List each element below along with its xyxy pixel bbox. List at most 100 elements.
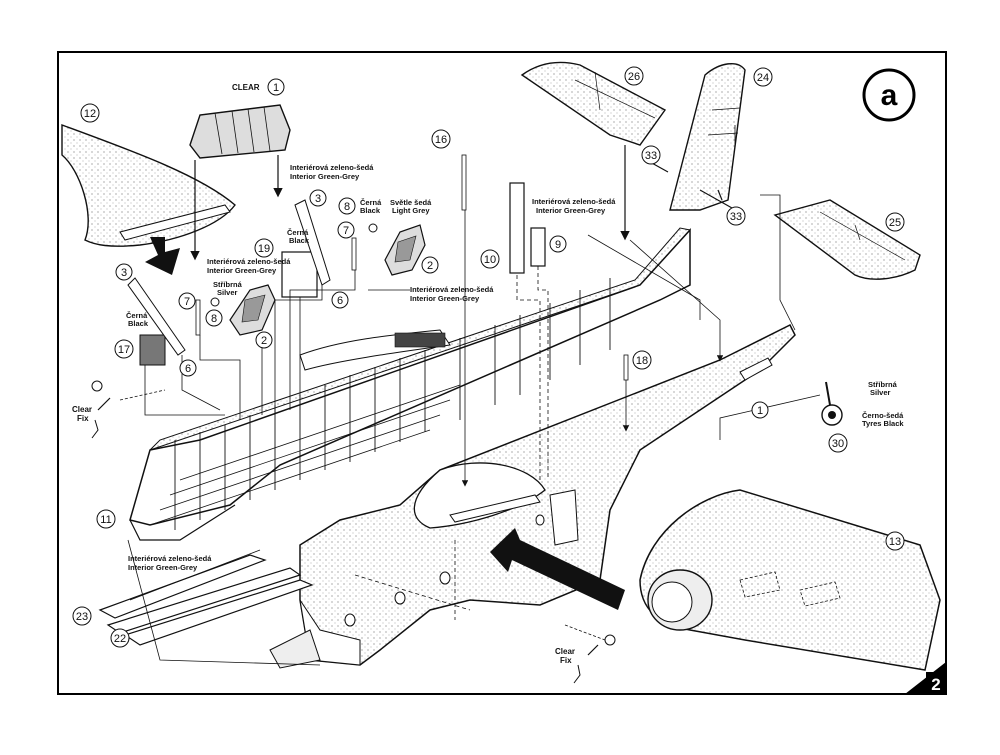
svg-text:26: 26 [628, 71, 640, 83]
part-number-callouts: 1 12 3 3 7 7 8 8 2 2 6 6 17 19 16 10 9 2… [72, 66, 905, 648]
part-fuselage-left [129, 227, 691, 541]
callout-23: 23 [72, 606, 92, 626]
part-fin-24 [669, 63, 746, 211]
svg-text:10: 10 [484, 254, 496, 266]
silver-label-left-cz: Stříbrná [213, 280, 243, 289]
part-wing-left [61, 123, 236, 247]
svg-text:12: 12 [84, 108, 96, 120]
light-grey-label-en: Light Grey [392, 206, 430, 215]
svg-text:8: 8 [211, 313, 217, 325]
part-tailwheel [821, 381, 843, 426]
black-label-19-cz: Černá [287, 228, 309, 237]
callout-8-b: 8 [338, 197, 356, 215]
assembly-arrow [145, 237, 180, 275]
svg-text:1: 1 [273, 82, 279, 94]
callout-13: 13 [885, 531, 905, 551]
svg-text:8: 8 [344, 201, 350, 213]
callout-3-b: 3 [309, 189, 327, 207]
callout-22: 22 [110, 628, 130, 648]
callout-1-fuselage: 1 [751, 401, 769, 419]
clear-fix-right: Clear Fix [555, 634, 616, 684]
svg-text:7: 7 [343, 225, 349, 237]
step-letter: a [881, 79, 898, 112]
tyres-label-cz: Černo-šedá [862, 411, 904, 420]
black-label-19-en: Black [289, 236, 310, 245]
callout-8-a: 8 [205, 309, 223, 327]
guide-lines [119, 194, 821, 666]
svg-text:19: 19 [258, 243, 270, 255]
svg-text:33: 33 [645, 150, 657, 162]
silver-label-left-en: Silver [217, 288, 238, 297]
part-seat-rear [384, 224, 426, 276]
callout-17: 17 [114, 339, 134, 359]
svg-text:6: 6 [185, 363, 191, 375]
paint-labels: CLEAR Interiérová zeleno-šedá Interior G… [126, 83, 904, 572]
tyres-label-en: Tyres Black [862, 419, 904, 428]
silver-label-wheel-cz: Stříbrná [868, 380, 898, 389]
callout-1-canopy: 1 [267, 78, 285, 96]
black-label-right-en: Black [360, 206, 381, 215]
part-tailplane-26 [520, 61, 667, 146]
page-number: 2 [931, 675, 940, 694]
callout-25: 25 [885, 212, 905, 232]
black-label-17-en: Black [128, 319, 149, 328]
callout-33-b: 33 [726, 206, 746, 226]
interior-label-top-cz: Interiérová zeleno-šedá [290, 163, 374, 172]
svg-text:24: 24 [757, 72, 769, 84]
callout-7-b: 7 [337, 221, 355, 239]
svg-text:Clear: Clear [555, 647, 575, 656]
callout-18: 18 [632, 350, 652, 370]
interior-label-floor-en: Interior Green-Grey [128, 563, 198, 572]
svg-text:33: 33 [730, 211, 742, 223]
svg-text:3: 3 [315, 193, 321, 205]
small-parts [127, 154, 733, 546]
part-seat-front [229, 284, 276, 336]
svg-text:Fix: Fix [560, 656, 572, 665]
interior-label-rear-cz: Interiérová zeleno-šedá [410, 285, 494, 294]
part-canopy [189, 104, 291, 159]
interior-label-rear-en: Interior Green-Grey [410, 294, 480, 303]
interior-label-seat-cz: Interiérová zeleno-šedá [207, 257, 291, 266]
callout-16: 16 [431, 129, 451, 149]
light-grey-label-cz: Světle šedá [390, 198, 432, 207]
callout-30: 30 [828, 433, 848, 453]
callout-2-a: 2 [255, 331, 273, 349]
svg-text:Clear: Clear [72, 405, 92, 414]
svg-text:6: 6 [337, 295, 343, 307]
callout-7-a: 7 [178, 292, 196, 310]
callout-11: 11 [96, 509, 116, 529]
callout-3-a: 3 [115, 263, 133, 281]
silver-label-wheel-en: Silver [870, 388, 891, 397]
clear-label: CLEAR [232, 83, 260, 92]
svg-text:22: 22 [114, 633, 126, 645]
svg-text:3: 3 [121, 267, 127, 279]
interior-label-10-en: Interior Green-Grey [536, 206, 606, 215]
callout-26: 26 [624, 66, 644, 86]
callout-6-b: 6 [331, 291, 349, 309]
part-floor-22 [123, 579, 321, 669]
part-tailplane-25 [773, 199, 921, 280]
assembly-arrow-2 [490, 528, 625, 610]
callout-9: 9 [549, 235, 567, 253]
svg-text:11: 11 [100, 514, 111, 526]
svg-text:7: 7 [184, 296, 190, 308]
svg-text:23: 23 [76, 611, 88, 623]
callout-10: 10 [480, 249, 500, 269]
callout-24: 24 [753, 67, 773, 87]
callout-19: 19 [254, 238, 274, 258]
interior-label-seat-en: Interior Green-Grey [207, 266, 277, 275]
black-label-right-cz: Černá [360, 198, 382, 207]
callout-12: 12 [80, 103, 100, 123]
page-number-tab: 2 [905, 662, 946, 694]
svg-text:17: 17 [118, 344, 130, 356]
svg-text:30: 30 [832, 438, 844, 450]
svg-text:13: 13 [889, 536, 901, 548]
callout-2-b: 2 [421, 256, 439, 274]
page-frame [57, 51, 947, 695]
part-wing-right [639, 489, 941, 671]
svg-text:2: 2 [261, 335, 267, 347]
callout-33-a: 33 [641, 145, 661, 165]
callout-6-a: 6 [179, 359, 197, 377]
